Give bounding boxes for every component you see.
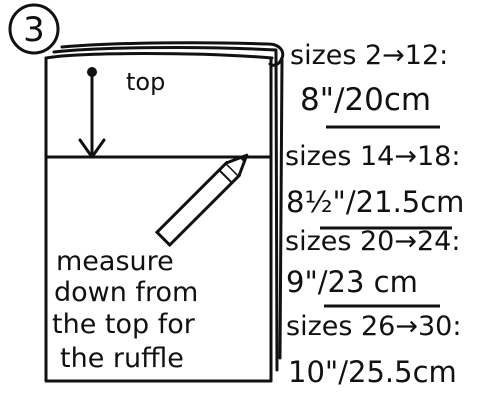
size-range-3: sizes 20→24: — [285, 226, 460, 257]
size-measure-2: 8½"/21.5cm — [286, 185, 464, 219]
fabric-fold — [44, 52, 274, 60]
size-measure-3: 9"/23 cm — [286, 265, 418, 299]
instruction-text: measure down from the top for the ruffle — [52, 246, 198, 374]
step-circle — [8, 3, 60, 55]
step-badge: 3 — [8, 3, 60, 55]
instruction-line-3: the top for — [52, 309, 196, 340]
size-range-2: sizes 14→18: — [285, 141, 460, 172]
instruction-line-1: measure — [56, 246, 174, 277]
fabric-outline — [44, 56, 273, 383]
measure-arrow — [78, 67, 106, 159]
top-label: top — [126, 68, 165, 96]
instruction-line-4: the ruffle — [60, 343, 184, 374]
size-measure-1: 8"/20cm — [300, 82, 431, 118]
pencil-icon — [154, 153, 249, 248]
size-range-4: sizes 26→30: — [286, 311, 461, 342]
fabric-piece — [44, 41, 285, 383]
size-chart: sizes 2→12: 8"/20cm sizes 14→18: 8½"/21.… — [285, 40, 464, 389]
size-measure-4: 10"/25.5cm — [288, 355, 457, 389]
instruction-line-2: down from — [54, 277, 198, 308]
size-range-1: sizes 2→12: — [290, 40, 448, 71]
step-number: 3 — [23, 10, 45, 50]
